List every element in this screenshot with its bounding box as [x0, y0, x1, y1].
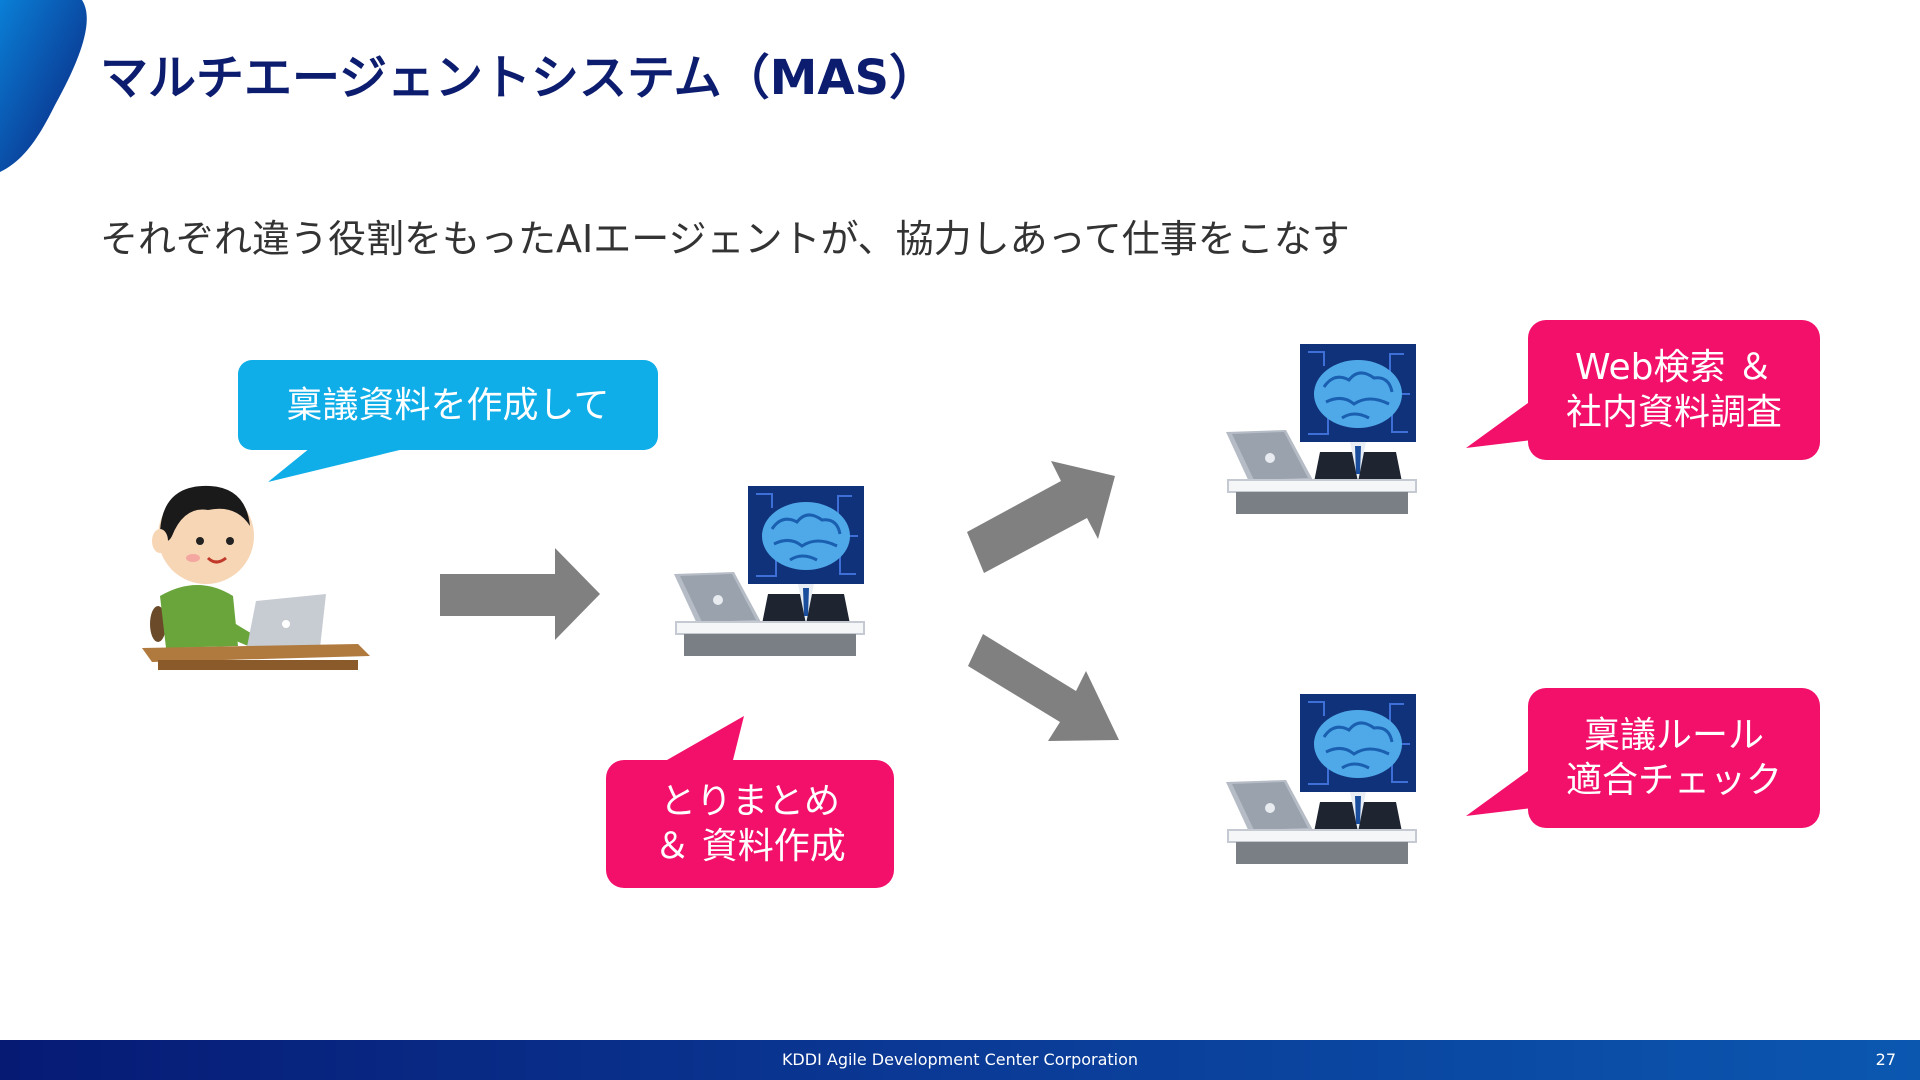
coordinator-line2: ＆ 資料作成 — [654, 826, 846, 867]
search-line1: Web検索 ＆ — [1575, 347, 1773, 388]
coordinator-bubble-tail — [660, 716, 744, 764]
arrow-icon-up — [967, 461, 1115, 573]
coordinator-line1: とりまとめ — [659, 781, 840, 822]
slide-title: マルチエージェントシステム（MAS） — [100, 50, 938, 106]
rules-line1: 稟議ルール — [1583, 715, 1764, 756]
ai-brain-agent-icon-rules — [1226, 694, 1417, 864]
page-number: 27 — [1875, 1050, 1896, 1069]
rules-bubble-tail — [1466, 768, 1532, 816]
corner-accent — [0, 0, 87, 172]
person-with-laptop-icon — [142, 485, 370, 670]
user-bubble-tail — [268, 448, 408, 482]
search-agent-bubble: Web検索 ＆ 社内資料調査 — [1528, 320, 1820, 460]
footer-company: KDDI Agile Development Center Corporatio… — [781, 1050, 1139, 1069]
ai-brain-agent-icon-search — [1226, 344, 1417, 514]
ai-brain-agent-icon — [674, 486, 865, 656]
user-request-bubble: 稟議資料を作成して — [238, 360, 658, 450]
slide-subtitle: それぞれ違う役割をもったAIエージェントが、協力しあって仕事をこなす — [100, 217, 1350, 261]
rules-line2: 適合チェック — [1565, 760, 1782, 801]
arrow-icon — [440, 548, 600, 640]
user-request-text: 稟議資料を作成して — [286, 384, 610, 426]
arrow-icon-down — [968, 634, 1119, 741]
footer-bar: KDDI Agile Development Center Corporatio… — [0, 1040, 1920, 1080]
rules-agent-bubble: 稟議ルール 適合チェック — [1528, 688, 1820, 828]
search-bubble-tail — [1466, 400, 1532, 448]
search-line2: 社内資料調査 — [1565, 392, 1782, 433]
coordinator-bubble: とりまとめ ＆ 資料作成 — [606, 760, 894, 888]
